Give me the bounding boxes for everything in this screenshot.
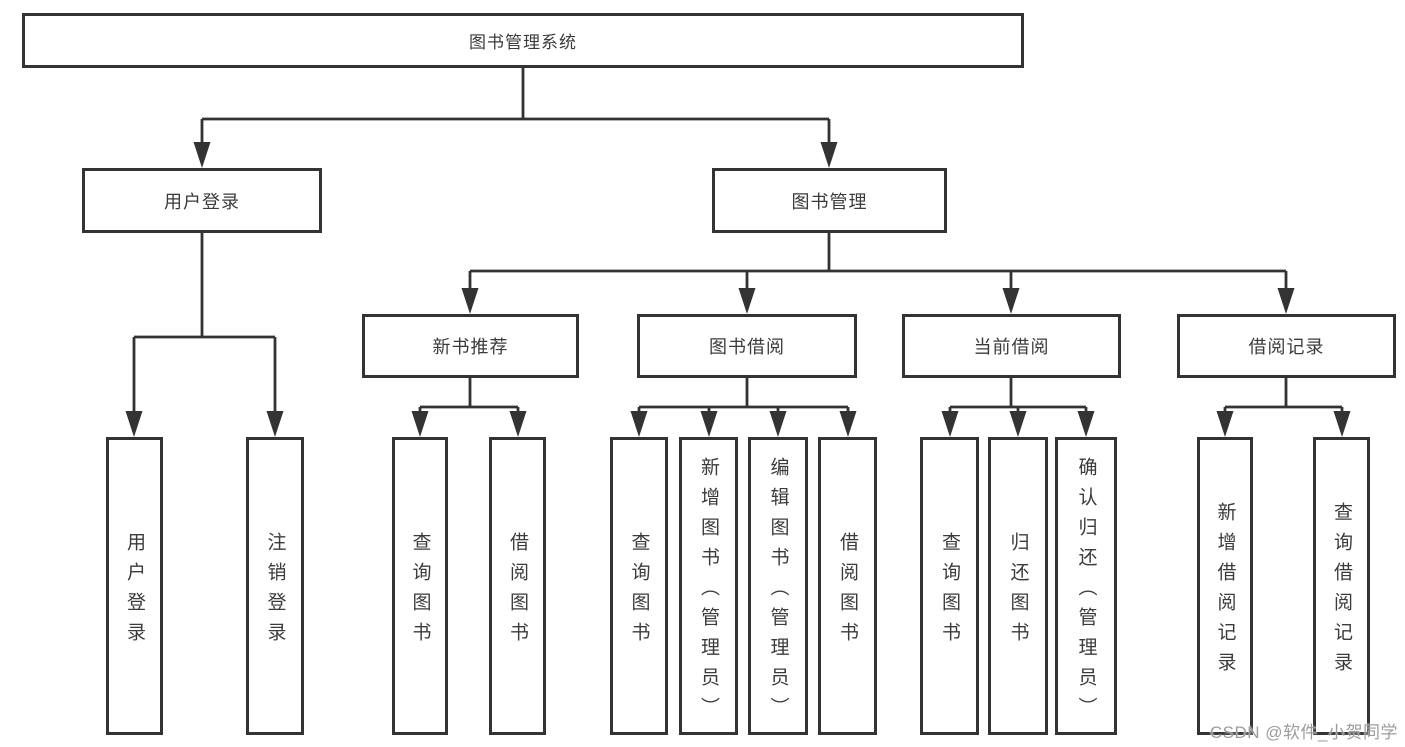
arrowhead-icons — [125, 142, 1351, 437]
leaf-logout-label: 注销登录 — [264, 531, 286, 652]
leaf-add-borrow-record-label: 新增借阅记录 — [1214, 501, 1236, 682]
leaf-add-books-admin: 新增图书（管理员） — [679, 437, 738, 735]
leaf-query-books-recommend: 查询图书 — [392, 437, 448, 735]
leaf-query-borrow-record-label: 查询借阅记录 — [1331, 501, 1352, 682]
leaf-return-books: 归还图书 — [988, 437, 1048, 735]
leaf-logout: 注销登录 — [246, 437, 304, 735]
node-book-borrowing: 图书借阅 — [637, 314, 857, 378]
leaf-borrow-books-recommend-label: 借阅图书 — [507, 531, 528, 652]
node-new-book-recommendation: 新书推荐 — [362, 314, 579, 378]
node-current-borrowing: 当前借阅 — [902, 314, 1121, 378]
node-library-system: 图书管理系统 — [22, 13, 1024, 68]
leaf-query-books-borrowing-label: 查询图书 — [628, 531, 650, 652]
node-book-management: 图书管理 — [712, 168, 947, 233]
leaf-confirm-return-admin-label: 确认归还（管理员） — [1075, 456, 1097, 727]
leaf-query-books-current: 查询图书 — [920, 437, 979, 735]
leaf-borrow-books: 借阅图书 — [818, 437, 877, 735]
node-user-login: 用户登录 — [82, 168, 322, 233]
node-borrowing-records: 借阅记录 — [1177, 314, 1396, 378]
leaf-edit-books-admin: 编辑图书（管理员） — [748, 437, 808, 735]
leaf-return-books-label: 归还图书 — [1007, 531, 1029, 652]
leaf-borrow-books-label: 借阅图书 — [837, 531, 858, 652]
leaf-add-borrow-record: 新增借阅记录 — [1197, 437, 1253, 735]
leaf-edit-books-admin-label: 编辑图书（管理员） — [767, 456, 789, 727]
leaf-query-books-recommend-label: 查询图书 — [409, 531, 431, 652]
leaf-borrow-books-recommend: 借阅图书 — [489, 437, 546, 735]
leaf-confirm-return-admin: 确认归还（管理员） — [1055, 437, 1117, 735]
leaf-user-login: 用户登录 — [106, 437, 163, 735]
watermark: CSDN @软件_小贺同学 — [1209, 723, 1398, 742]
leaf-query-books-current-label: 查询图书 — [939, 531, 960, 652]
leaf-add-books-admin-label: 新增图书（管理员） — [698, 456, 719, 727]
leaf-user-login-label: 用户登录 — [124, 531, 145, 652]
leaf-query-borrow-record: 查询借阅记录 — [1313, 437, 1370, 735]
leaf-query-books-borrowing: 查询图书 — [610, 437, 668, 735]
